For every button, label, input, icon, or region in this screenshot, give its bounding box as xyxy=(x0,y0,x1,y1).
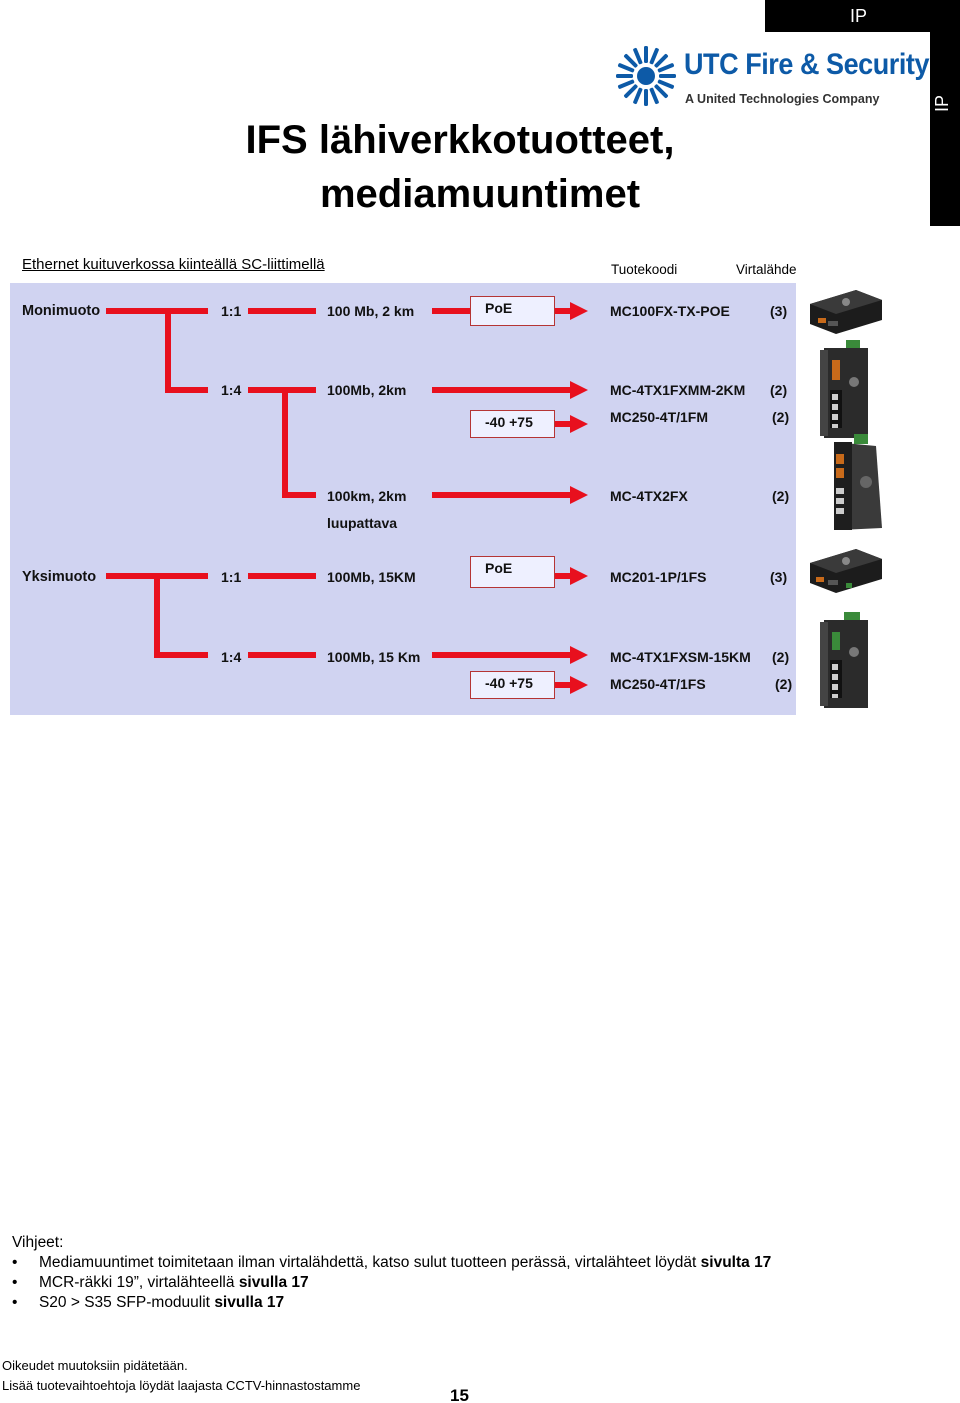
industrial-switch-image xyxy=(820,340,868,438)
hints-heading: Vihjeet: xyxy=(12,1234,64,1251)
ratio-label: 1:4 xyxy=(221,382,242,398)
section-tab-side xyxy=(930,32,960,226)
spec-label: 100Mb, 15KM xyxy=(327,569,416,585)
ratio-label: 1:1 xyxy=(221,303,242,319)
column-header-power-supply: Virtalähde xyxy=(736,262,797,277)
media-converter-image xyxy=(810,290,882,334)
logo-tagline: A United Technologies Company xyxy=(685,92,880,106)
connector-lines xyxy=(106,302,588,694)
footer-note: Lisää tuotevaihtoehtoja löydät laajasta … xyxy=(2,1378,361,1393)
section-tab-label: IP xyxy=(850,6,868,26)
page-title-line-2: mediamuuntimet xyxy=(319,172,641,216)
spec-label: 100Mb, 2km xyxy=(327,382,407,398)
product-code: MC201-1P/1FS xyxy=(610,569,707,585)
product-code: MC100FX-TX-POE xyxy=(610,303,730,319)
singlemode-label: Yksimuoto xyxy=(22,569,97,585)
hint-page-ref: sivulta 17 xyxy=(700,1254,772,1271)
page-title-line-1: IFS lähiverkkotuotteet, xyxy=(245,118,675,162)
industrial-switch-image xyxy=(820,612,868,708)
power-supply-note: (2) xyxy=(775,676,793,692)
power-supply-note: (2) xyxy=(772,409,790,425)
product-code: MC250-4T/1FM xyxy=(610,409,709,425)
product-diagram-panel xyxy=(10,283,796,715)
hint-item: • S20 > S35 SFP-moduulit sivulla 17 xyxy=(12,1294,285,1311)
power-supply-note: (3) xyxy=(770,569,788,585)
column-header-product-code: Tuotekoodi xyxy=(611,262,678,277)
hint-item: • Mediamuuntimet toimitetaan ilman virta… xyxy=(12,1254,772,1271)
spec-label: 100Mb, 15 Km xyxy=(327,649,421,665)
ratio-label: 1:1 xyxy=(221,569,242,585)
product-code: MC-4TX2FX xyxy=(610,488,688,504)
poe-box: PoE xyxy=(470,296,555,326)
industrial-switch-image xyxy=(834,434,882,530)
power-supply-note: (2) xyxy=(772,649,790,665)
product-code: MC-4TX1FXSM-15KM xyxy=(610,649,751,665)
spec-label: luupattava xyxy=(327,515,398,531)
hint-item: • MCR-räkki 19”, virtalähteellä sivulla … xyxy=(12,1274,309,1291)
section-heading: Ethernet kuituverkossa kiinteällä SC-lii… xyxy=(22,256,325,273)
utc-globe-logo-icon xyxy=(616,46,676,106)
section-tab xyxy=(765,0,960,32)
temperature-range-box: -40 +75 xyxy=(470,410,555,438)
footer-disclaimer: Oikeudet muutoksiin pidätetään. xyxy=(2,1358,188,1373)
hint-text: MCR-räkki 19”, virtalähteellä xyxy=(38,1274,239,1291)
hint-text: S20 > S35 SFP-moduulit xyxy=(38,1294,215,1311)
hint-text: Mediamuuntimet toimitetaan ilman virtalä… xyxy=(38,1254,701,1271)
spec-label: 100 Mb, 2 km xyxy=(327,303,415,319)
power-supply-note: (2) xyxy=(772,488,790,504)
ratio-label: 1:4 xyxy=(221,649,242,665)
logo-wordmark: UTC Fire & Security xyxy=(684,48,930,81)
hint-page-ref: sivulla 17 xyxy=(214,1294,285,1311)
media-converter-image xyxy=(810,549,882,593)
hint-page-ref: sivulla 17 xyxy=(238,1274,309,1291)
section-tab-side-label: IP xyxy=(932,94,952,112)
power-supply-note: (3) xyxy=(770,303,788,319)
spec-label: 100km, 2km xyxy=(327,488,407,504)
product-code: MC250-4T/1FS xyxy=(610,676,706,692)
poe-box: PoE xyxy=(470,556,555,588)
multimode-label: Monimuoto xyxy=(22,303,101,319)
power-supply-note: (2) xyxy=(770,382,788,398)
product-code: MC-4TX1FXMM-2KM xyxy=(610,382,746,398)
page-number: 15 xyxy=(450,1386,469,1403)
temperature-range-box: -40 +75 xyxy=(470,671,555,699)
